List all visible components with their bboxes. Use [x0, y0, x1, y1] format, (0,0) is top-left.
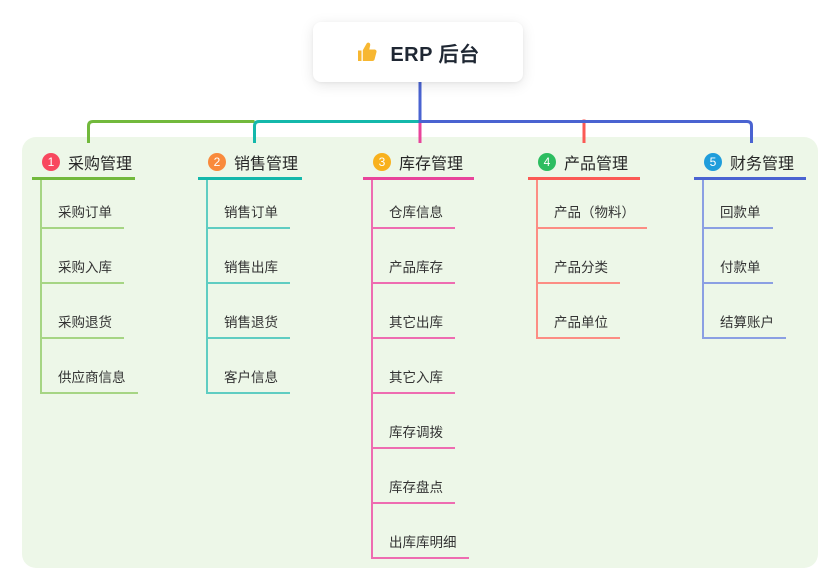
- child-node[interactable]: 产品单位: [536, 311, 620, 339]
- child-node[interactable]: 结算账户: [702, 311, 786, 339]
- child-node[interactable]: 采购退货: [40, 311, 124, 339]
- child-row: 库存调拨: [363, 394, 474, 449]
- child-node[interactable]: 销售出库: [206, 256, 290, 284]
- child-row: 销售订单: [198, 180, 302, 229]
- child-row: 仓库信息: [363, 180, 474, 229]
- child-row: 采购订单: [32, 180, 138, 229]
- child-row: 销售退货: [198, 284, 302, 339]
- branches-panel: [22, 137, 818, 568]
- child-row: 其它出库: [363, 284, 474, 339]
- branch-node[interactable]: 2 销售管理销售订单销售出库销售退货客户信息: [198, 152, 302, 394]
- child-row: 供应商信息: [32, 339, 138, 394]
- child-row: 产品（物料）: [528, 180, 647, 229]
- branch-header[interactable]: 4 产品管理: [528, 152, 640, 180]
- child-node[interactable]: 客户信息: [206, 366, 290, 394]
- branch-label: 库存管理: [399, 156, 464, 173]
- child-node[interactable]: 仓库信息: [371, 201, 455, 229]
- child-node[interactable]: 销售订单: [206, 201, 290, 229]
- child-row: 出库库明细: [363, 504, 474, 559]
- child-row: 回款单: [694, 180, 806, 229]
- child-node[interactable]: 付款单: [702, 256, 773, 284]
- branch-child-connector: [371, 180, 373, 559]
- child-row: 结算账户: [694, 284, 806, 339]
- branch-child-connector: [702, 180, 704, 339]
- child-node[interactable]: 产品分类: [536, 256, 620, 284]
- child-row: 产品单位: [528, 284, 647, 339]
- branch-number-badge: 2: [208, 153, 226, 171]
- branch-node[interactable]: 3 库存管理仓库信息产品库存其它出库其它入库库存调拨库存盘点出库库明细: [363, 152, 474, 559]
- child-row: 付款单: [694, 229, 806, 284]
- branch-header[interactable]: 1 采购管理: [32, 152, 135, 180]
- branch-number-badge: 4: [538, 153, 556, 171]
- child-node[interactable]: 采购订单: [40, 201, 124, 229]
- child-node[interactable]: 其它出库: [371, 311, 455, 339]
- child-node[interactable]: 销售退货: [206, 311, 290, 339]
- child-row: 库存盘点: [363, 449, 474, 504]
- child-node[interactable]: 出库库明细: [371, 531, 469, 559]
- branch-label: 销售管理: [234, 156, 299, 173]
- branch-label: 采购管理: [68, 156, 133, 173]
- child-row: 其它入库: [363, 339, 474, 394]
- child-node[interactable]: 产品（物料）: [536, 201, 647, 229]
- thumbs-up-icon: [356, 40, 380, 64]
- child-node[interactable]: 其它入库: [371, 366, 455, 394]
- branch-header[interactable]: 5 财务管理: [694, 152, 806, 180]
- child-row: 产品库存: [363, 229, 474, 284]
- branch-number-badge: 3: [373, 153, 391, 171]
- child-row: 销售出库: [198, 229, 302, 284]
- branch-label: 财务管理: [730, 156, 795, 173]
- branch-child-connector: [206, 180, 208, 394]
- child-row: 产品分类: [528, 229, 647, 284]
- child-node[interactable]: 库存调拨: [371, 421, 455, 449]
- root-label: ERP 后台: [390, 43, 480, 66]
- child-row: 采购退货: [32, 284, 138, 339]
- child-node[interactable]: 库存盘点: [371, 476, 455, 504]
- child-row: 采购入库: [32, 229, 138, 284]
- child-node[interactable]: 回款单: [702, 201, 773, 229]
- child-node[interactable]: 产品库存: [371, 256, 455, 284]
- branch-header[interactable]: 2 销售管理: [198, 152, 302, 180]
- branch-node[interactable]: 4 产品管理产品（物料） 产品分类产品单位: [528, 152, 647, 339]
- branch-number-badge: 5: [704, 153, 722, 171]
- branch-header[interactable]: 3 库存管理: [363, 152, 474, 180]
- child-node[interactable]: 供应商信息: [40, 366, 138, 394]
- branch-child-connector: [40, 180, 42, 394]
- branch-node[interactable]: 1 采购管理采购订单采购入库采购退货供应商信息: [32, 152, 138, 394]
- branch-number-badge: 1: [42, 153, 60, 171]
- child-node[interactable]: 采购入库: [40, 256, 124, 284]
- branch-child-connector: [536, 180, 538, 339]
- branch-node[interactable]: 5 财务管理回款单付款单结算账户: [694, 152, 806, 339]
- branch-label: 产品管理: [564, 156, 629, 173]
- child-row: 客户信息: [198, 339, 302, 394]
- root-node[interactable]: ERP 后台: [313, 22, 523, 82]
